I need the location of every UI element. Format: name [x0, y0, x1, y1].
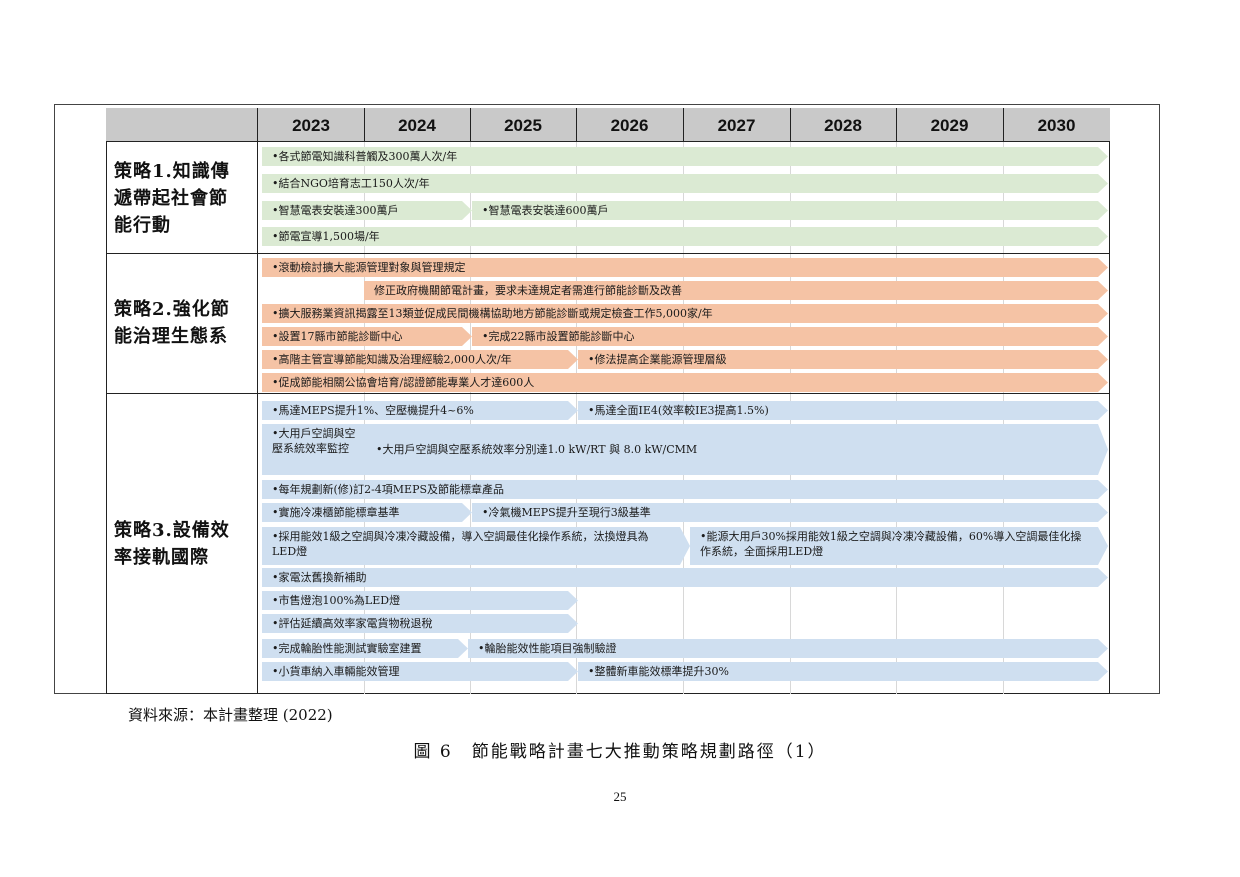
roadmap-bar: •修法提高企業能源管理層級	[578, 350, 1108, 369]
roadmap-bar: •實施冷凍櫃節能標章基準	[262, 503, 472, 522]
page-number: 25	[613, 789, 627, 804]
roadmap-bar: •評估延續高效率家電貨物稅退稅	[262, 614, 578, 633]
roadmap-bar: •家電汰舊換新補助	[262, 568, 1108, 587]
roadmap-bar: •冷氣機MEPS提升至現行3級基準	[472, 503, 1108, 522]
header-divider	[576, 108, 577, 142]
strategy-3-label: 策略3.設備效 率接軌國際	[114, 517, 230, 571]
year-header: 2028	[824, 116, 862, 135]
grid-line	[576, 142, 577, 694]
roadmap-bar: •完成22縣市設置節能診斷中心	[472, 327, 1108, 346]
header-divider	[790, 108, 791, 142]
section-divider	[106, 253, 1110, 254]
year-header: 2025	[504, 116, 542, 135]
roadmap-bar: •市售燈泡100%為LED燈	[262, 591, 578, 610]
header-divider	[1003, 108, 1004, 142]
roadmap-bar: •小貨車納入車輛能效管理	[262, 662, 578, 681]
year-header: 2030	[1037, 116, 1076, 135]
roadmap-bar: •節電宣導1,500場/年	[262, 227, 1108, 246]
strategy-label-line: 策略2.強化節	[114, 299, 230, 320]
year-header-row	[106, 108, 1110, 142]
strategy-label-line: 策略1.知識傳	[114, 161, 230, 182]
section-divider	[106, 393, 1110, 394]
strategy-label-line: 能治理生態系	[114, 326, 228, 347]
year-header: 2023	[292, 116, 330, 135]
roadmap-bar: •採用能效1級之空調與冷凍冷藏設備，導入空調最佳化操作系統，汰換燈具為LED燈	[262, 527, 690, 565]
strategy-2-label: 策略2.強化節 能治理生態系	[114, 296, 230, 350]
roadmap-bar: •大用戶空調與空壓系統效率監控	[262, 424, 366, 475]
roadmap-bar: •各式節電知識科普觸及300萬人次/年	[262, 147, 1108, 166]
roadmap-bar: •擴大服務業資訊揭露至13類並促成民間機構協助地方節能診斷或規定檢查工作5,00…	[262, 304, 1108, 323]
header-divider	[683, 108, 684, 142]
figure-caption: 圖 6 節能戰略計畫七大推動策略規劃路徑（1）	[413, 742, 827, 762]
roadmap-bar: •滾動檢討擴大能源管理對象與管理規定	[262, 258, 1108, 277]
roadmap-bar: 修正政府機關節電計畫，要求未達規定者需進行節能診斷及改善	[364, 281, 1108, 300]
header-divider	[364, 108, 365, 142]
strategy-label-line: 率接軌國際	[114, 547, 209, 568]
year-header: 2024	[398, 116, 436, 135]
roadmap-bar: •高階主管宣導節能知識及治理經驗2,000人次/年	[262, 350, 578, 369]
roadmap-bar: •輪胎能效性能項目強制驗證	[468, 639, 1108, 658]
strategy-label-line: 能行動	[114, 215, 171, 236]
roadmap-bar: •結合NGO培育志工150人次/年	[262, 174, 1108, 193]
roadmap-bar: •每年規劃新(修)訂2-4項MEPS及節能標章產品	[262, 480, 1108, 499]
year-header: 2027	[717, 116, 756, 135]
roadmap-bar: •馬達全面IE4(效率較IE3提高1.5%)	[578, 401, 1108, 420]
year-header: 2026	[610, 116, 649, 135]
header-divider	[896, 108, 897, 142]
roadmap-bar: •智慧電表安裝達600萬戶	[472, 201, 1108, 220]
label-column-divider	[257, 108, 258, 694]
roadmap-bar: •完成輪胎性能測試實驗室建置	[262, 639, 468, 658]
header-divider	[470, 108, 471, 142]
roadmap-bar: •設置17縣市節能診斷中心	[262, 327, 472, 346]
roadmap-bar: •促成節能相關公協會培育/認證節能專業人才達600人	[262, 373, 1108, 392]
strategy-1-label: 策略1.知識傳 遞帶起社會節 能行動	[114, 158, 230, 239]
year-header: 2029	[930, 116, 969, 135]
roadmap-bar: •大用戶空調與空壓系統效率分別達1.0 kW/RT 與 8.0 kW/CMM	[366, 424, 1108, 475]
roadmap-bar: •能源大用戶30%採用能效1級之空調與冷凍冷藏設備，60%導入空調最佳化操作系統…	[690, 527, 1108, 565]
strategy-label-line: 遞帶起社會節	[114, 188, 228, 209]
source-note: 資料來源：本計畫整理 (2022)	[128, 706, 333, 724]
roadmap-bar: •馬達MEPS提升1%、空壓機提升4~6%	[262, 401, 578, 420]
roadmap-bar: •整體新車能效標準提升30%	[578, 662, 1108, 681]
roadmap-bar: •智慧電表安裝達300萬戶	[262, 201, 472, 220]
strategy-label-line: 策略3.設備效	[114, 520, 230, 541]
